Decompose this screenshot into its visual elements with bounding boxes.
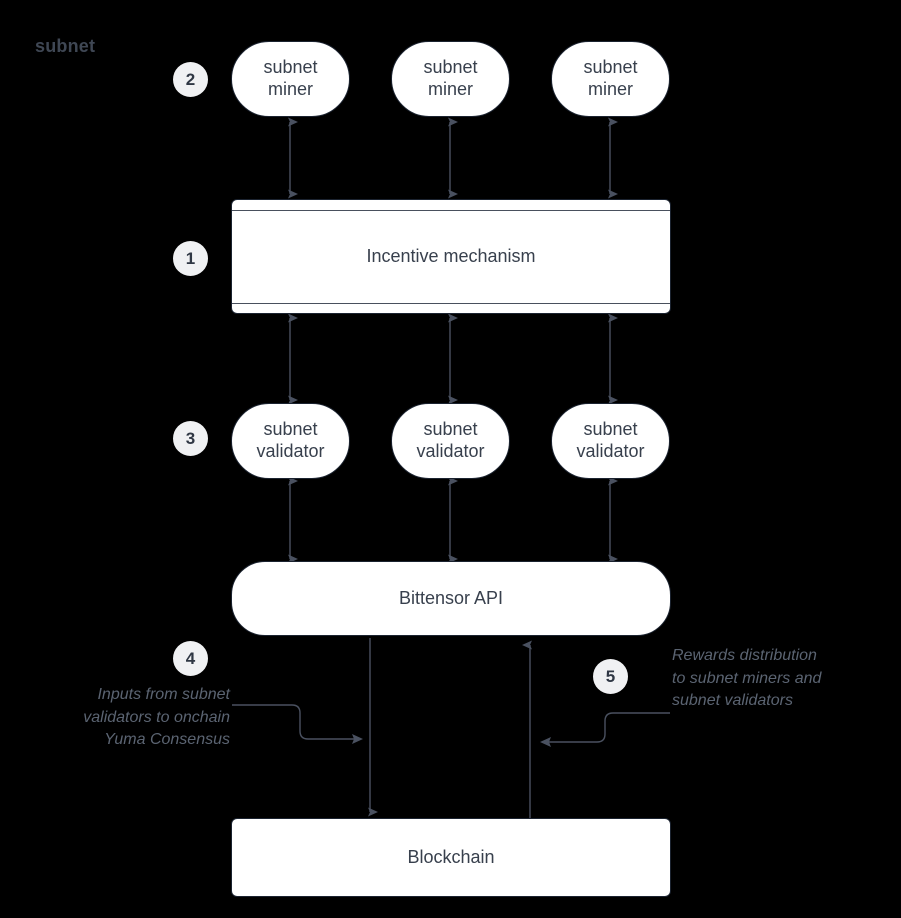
page-title: subnet — [35, 36, 96, 56]
node-subnet-miner-2-label: subnet miner — [423, 57, 478, 99]
node-subnet-miner-1[interactable]: subnet miner — [231, 41, 350, 117]
badge-rewards-flow: 5 — [593, 659, 628, 694]
node-subnet-miner-1-label: subnet miner — [263, 57, 318, 99]
node-bittensor-api-label: Bittensor API — [398, 587, 504, 608]
badge-inputs-flow: 4 — [173, 641, 208, 676]
mechanism-top-rule — [232, 210, 670, 211]
node-subnet-validator-1[interactable]: subnet validator — [231, 403, 350, 479]
wire-inputs-annotation — [232, 704, 363, 744]
node-subnet-validator-2[interactable]: subnet validator — [391, 403, 510, 479]
node-subnet-validator-1-label: subnet validator — [256, 419, 325, 461]
node-subnet-miner-3[interactable]: subnet miner — [551, 41, 670, 117]
node-subnet-miner-2[interactable]: subnet miner — [391, 41, 510, 117]
node-subnet-validator-3-label: subnet validator — [576, 419, 645, 461]
badge-incentive-mechanism: 1 — [173, 241, 208, 276]
node-incentive-mechanism-label: Incentive mechanism — [366, 245, 536, 266]
node-subnet-validator-2-label: subnet validator — [416, 419, 485, 461]
node-subnet-validator-3[interactable]: subnet validator — [551, 403, 670, 479]
badge-validators: 3 — [173, 421, 208, 456]
node-bittensor-api[interactable]: Bittensor API — [231, 561, 671, 636]
badge-miners: 2 — [173, 62, 208, 97]
wire-rewards-annotation — [540, 712, 670, 747]
annotation-rewards-distribution: Rewards distribution to subnet miners an… — [672, 647, 822, 710]
mechanism-bottom-rule — [232, 303, 670, 304]
node-subnet-miner-3-label: subnet miner — [583, 57, 638, 99]
node-blockchain-label: Blockchain — [407, 846, 495, 867]
node-blockchain[interactable]: Blockchain — [231, 818, 671, 897]
annotation-inputs-to-yuma-consensus: Inputs from subnet validators to onchain… — [83, 686, 230, 749]
node-incentive-mechanism[interactable]: Incentive mechanism — [231, 199, 671, 314]
